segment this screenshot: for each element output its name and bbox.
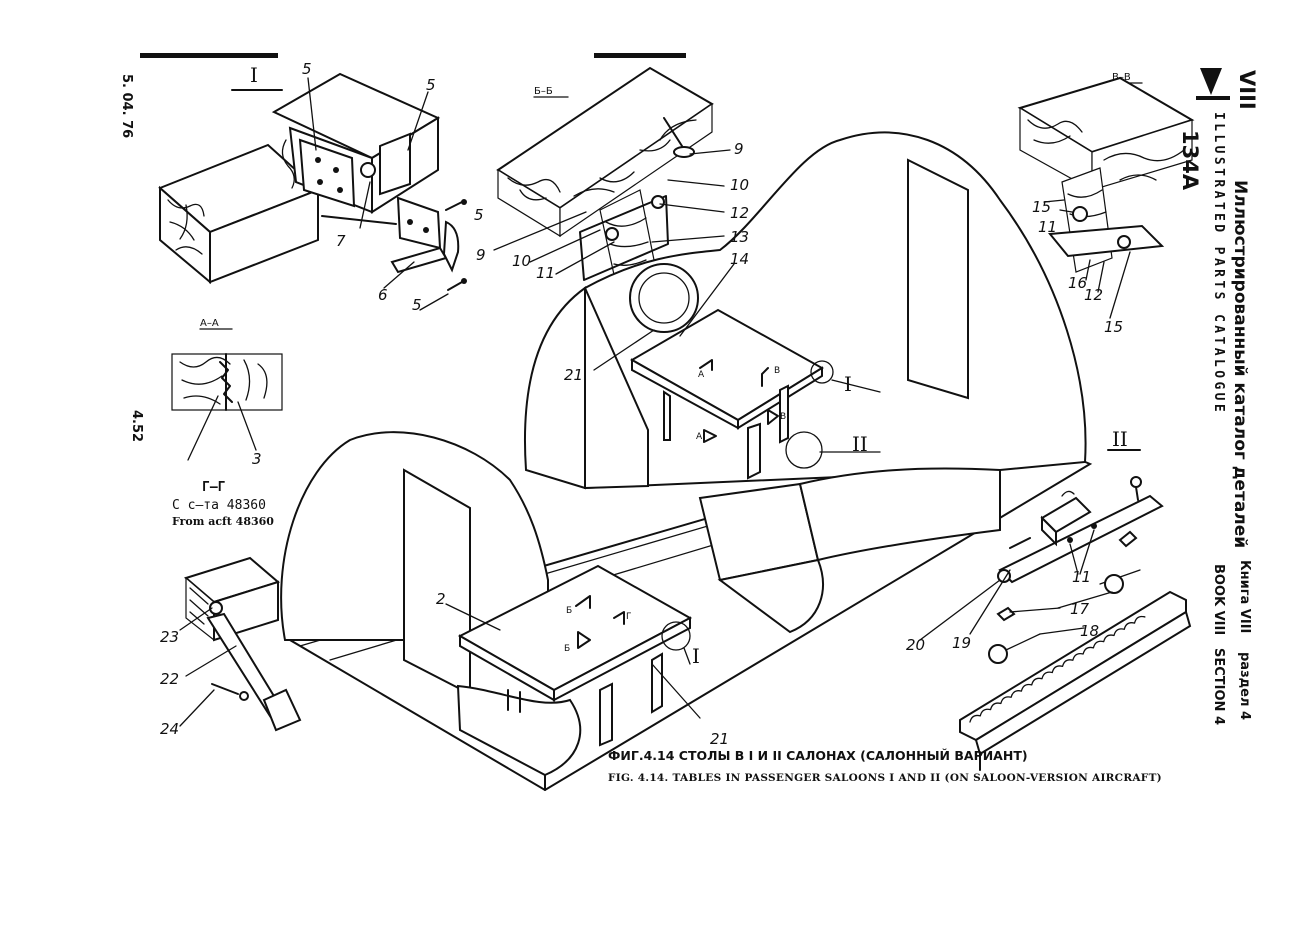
applicability-ru: С с–та 48360 <box>172 498 266 513</box>
view-II-label: II <box>1112 427 1128 451</box>
figure-caption-ru: ФИГ.4.14 СТОЛЫ В I И II САЛОНАХ (САЛОННЫ… <box>608 748 1028 763</box>
header-book-glyph: VIII <box>1235 70 1259 110</box>
partition-rear-left <box>523 286 586 490</box>
screw-upper <box>445 201 463 211</box>
ref-circle-II-upper <box>785 431 823 469</box>
table-front-leg-b <box>651 652 663 714</box>
bracket-hinge <box>360 162 376 178</box>
exploded-base <box>390 246 448 274</box>
ref-circle-I-lower <box>661 621 691 651</box>
detail-view-I: I <box>158 63 467 311</box>
section-BB-label: Б–Б <box>534 86 553 97</box>
screw-9 <box>663 117 683 147</box>
section-AA: А–А <box>171 318 283 461</box>
main-assembly <box>280 131 1093 792</box>
applicability-en: From acft 48360 <box>172 515 274 528</box>
table-rear-leg-b <box>747 422 761 480</box>
seat-front <box>456 684 582 777</box>
table-front-leg-a <box>599 682 613 747</box>
section-VV-label: В–В <box>1112 72 1131 83</box>
doorway-rear <box>907 158 969 400</box>
bench-middle-top <box>798 467 1001 562</box>
table-rear-leg-a <box>663 390 671 441</box>
section-GG <box>179 556 302 732</box>
margin-page-number: 4.52 <box>129 410 144 443</box>
exploded-plate <box>396 196 442 250</box>
top-rule-left <box>140 53 278 58</box>
header-logo: VIII <box>1196 68 1259 110</box>
porthole-rear <box>629 263 699 333</box>
margin-date: 5. 04. 76 <box>119 74 134 139</box>
washer-18b <box>988 644 1008 664</box>
figure-caption-en: FIG. 4.14. TABLES IN PASSENGER SALOONS I… <box>608 772 1162 784</box>
section-VV: В–В <box>1017 72 1195 319</box>
logo-underline <box>1196 96 1230 100</box>
ref-circle-I-upper <box>810 360 834 384</box>
screw-lower <box>447 281 463 291</box>
section-AA-fastener <box>219 361 233 403</box>
washer-18a <box>1104 574 1124 594</box>
beam-side <box>209 188 319 284</box>
doorway-front <box>403 468 471 696</box>
section-BB: Б–Б <box>493 66 731 305</box>
beam-grain <box>167 199 205 255</box>
top-rule-center <box>594 53 686 58</box>
logo-triangle-icon <box>1200 68 1222 95</box>
screw-24 <box>211 683 239 695</box>
view-I-label: I <box>250 63 258 87</box>
detail-view-II: II <box>919 427 1192 771</box>
section-GG-label: Г–Г <box>202 480 226 495</box>
section-AA-label: А–А <box>200 318 219 329</box>
rail-II <box>959 590 1187 742</box>
screw-II <box>1130 476 1142 488</box>
exploded-latch <box>442 220 460 273</box>
